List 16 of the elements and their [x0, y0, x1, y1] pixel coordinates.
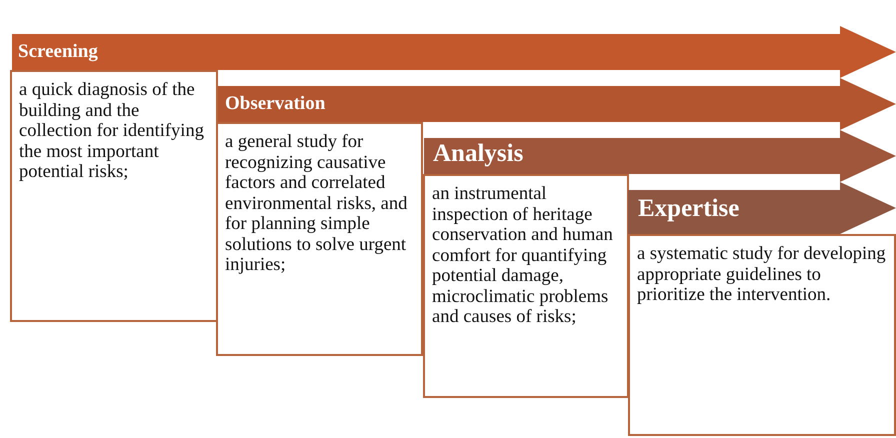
step-title: Observation [225, 93, 326, 115]
step-band [424, 130, 896, 182]
step-title: Expertise [638, 195, 740, 223]
description-box [628, 234, 896, 436]
step-band [628, 182, 896, 234]
description-box [10, 70, 218, 322]
description-box [423, 174, 629, 398]
step-band [12, 26, 896, 78]
description-box [216, 122, 423, 356]
description-text: a systematic study for developing appropriate guidelines to prioritize the intervention. [637, 244, 887, 306]
description-text: a general study for recognizing causative factors and correlated environmental risks, and for planning simple solutions to solve urgent injuries; [225, 132, 408, 276]
step-title: Screening [18, 41, 98, 63]
description-text: a quick diagnosis of the building and the collection for identifying the most important potential risks; [19, 80, 205, 182]
description-text: an instrumental inspection of heritage conservation and human comfort for quantifying potential damage, microclimatic problems and causes of risks; [432, 184, 614, 328]
step-band [218, 78, 896, 130]
step-title: Analysis [433, 140, 524, 168]
